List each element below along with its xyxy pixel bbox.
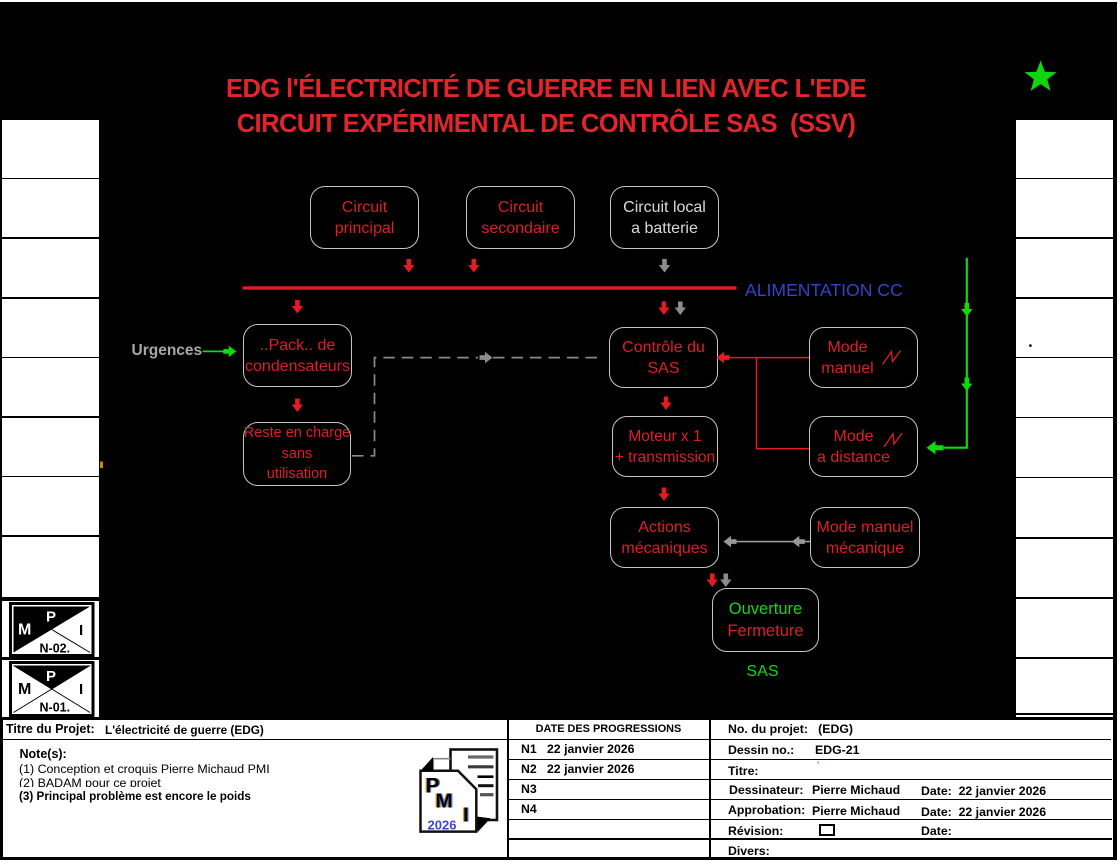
svg-text:I: I <box>462 804 468 827</box>
svg-text:P: P <box>426 775 440 798</box>
svg-text:N-02.: N-02. <box>40 642 71 656</box>
svg-text:P: P <box>424 775 438 798</box>
svg-text:P: P <box>46 609 56 626</box>
svg-text:P: P <box>46 668 56 685</box>
svg-text:M: M <box>18 622 31 639</box>
svg-text:N-01.: N-01. <box>40 701 71 715</box>
svg-text:M: M <box>436 790 453 813</box>
svg-text:2026: 2026 <box>428 818 457 833</box>
svg-text:M: M <box>434 790 451 813</box>
svg-text:I: I <box>79 622 83 639</box>
svg-text:M: M <box>437 790 454 813</box>
svg-text:I: I <box>463 804 469 827</box>
svg-text:P: P <box>427 775 441 798</box>
svg-text:M: M <box>18 681 31 698</box>
svg-text:I: I <box>79 681 83 698</box>
svg-text:I: I <box>464 804 470 827</box>
